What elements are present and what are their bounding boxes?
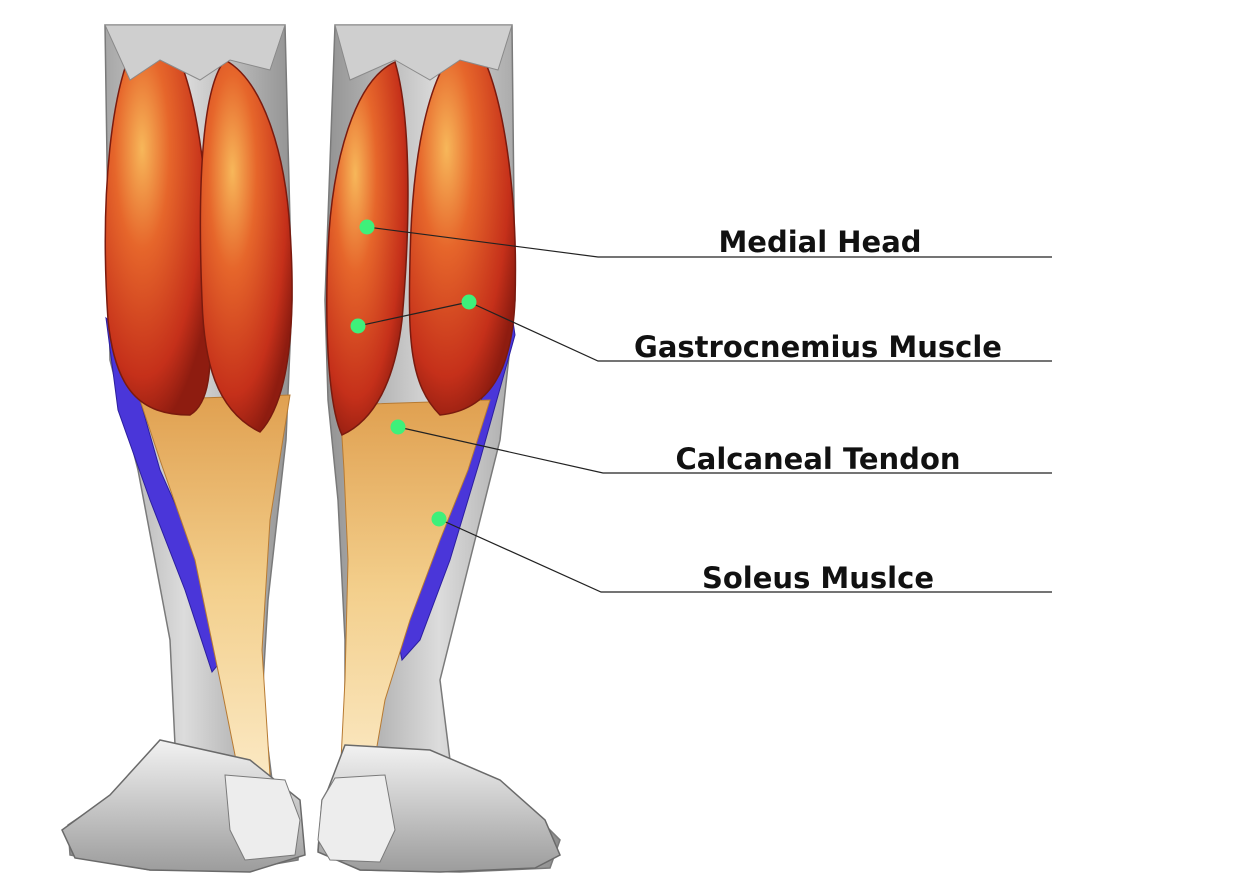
leader-line-gastrocnemius-muscle — [468, 301, 1052, 362]
marker-medial-head — [359, 219, 375, 235]
left-heel — [224, 774, 301, 861]
label-soleus-muscle: Soleus Muslce — [702, 561, 934, 595]
label-calcaneal-tendon: Calcaneal Tendon — [675, 442, 960, 476]
left-leg — [61, 24, 306, 873]
leader-line-calcaneal-tendon — [397, 426, 1052, 474]
left-gastrocnemius-medial-head — [199, 59, 293, 433]
labels: Medial Head Gastrocnemius Muscle Calcane… — [634, 225, 1002, 595]
leader-lines — [357, 226, 1052, 593]
leader-line-gastrocnemius-connector — [357, 301, 470, 327]
left-knee-tendons — [104, 24, 286, 81]
marker-gastrocnemius-b — [461, 294, 477, 310]
leader-line-soleus-muscle — [438, 518, 1052, 593]
right-calcaneal-tendon — [339, 399, 491, 781]
right-gastrocnemius-lateral-head — [408, 34, 517, 416]
right-knee-tendons — [334, 24, 513, 81]
right-leg — [317, 24, 561, 873]
label-gastrocnemius-muscle: Gastrocnemius Muscle — [634, 330, 1002, 364]
marker-calcaneal-tendon — [390, 419, 406, 435]
marker-soleus-muscle — [431, 511, 447, 527]
right-gastrocnemius-medial-head — [326, 60, 409, 436]
right-heel — [317, 774, 396, 863]
markers — [350, 219, 477, 527]
marker-gastrocnemius-a — [350, 318, 366, 334]
label-medial-head: Medial Head — [718, 225, 921, 259]
leader-line-medial-head — [366, 226, 1052, 258]
